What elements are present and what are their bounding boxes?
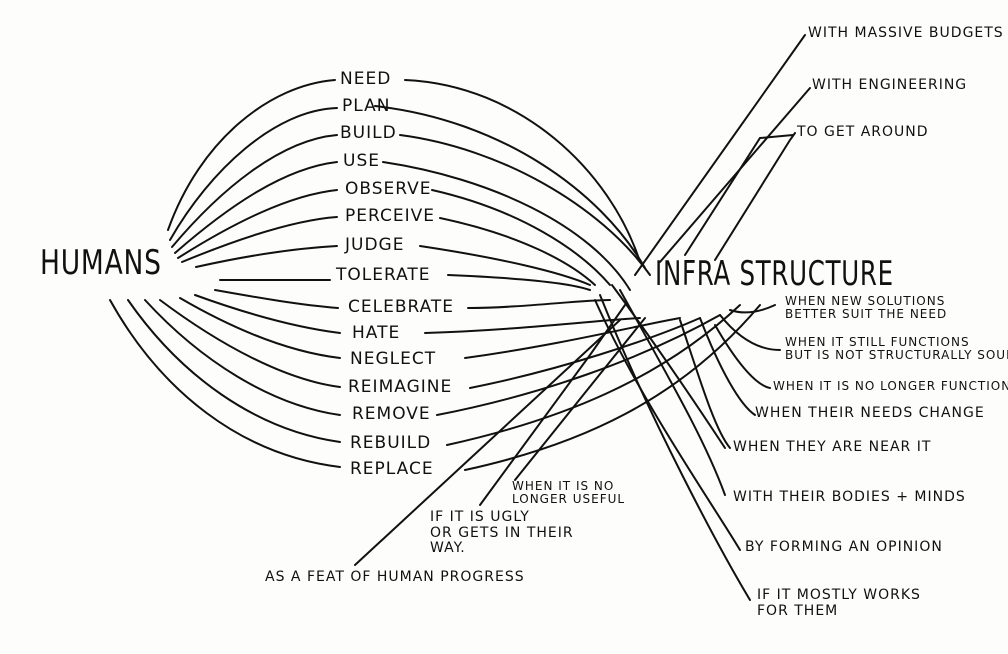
connector-note-near-it (679, 319, 731, 449)
verb-use: USE (343, 151, 380, 171)
connector-humans-celebrate (214, 289, 339, 309)
connector-plan-right (374, 105, 646, 269)
note-bodies-minds: WITH THEIR BODIES + MINDS (733, 489, 966, 505)
connector-build-right (399, 134, 651, 276)
connector-humans-reimagine (159, 299, 341, 388)
connector-humans-perceive (181, 216, 338, 263)
connector-center-form-opinion (594, 299, 741, 551)
verb-rebuild: REBUILD (350, 433, 432, 453)
verb-replace: REPLACE (350, 459, 434, 479)
connector-humans-replace (109, 299, 341, 468)
connector-humans-rebuild (127, 299, 341, 443)
infrastructure-title: INFRA STRUCTURE (655, 254, 894, 294)
note-feat-progress: AS A FEAT OF HUMAN PROGRESS (265, 569, 525, 585)
connector-neglect-right (464, 317, 681, 359)
connector-need-right (404, 79, 641, 263)
connector-center-bodies (619, 289, 726, 496)
connector-engineering (659, 87, 811, 263)
connector-humans-neglect (179, 297, 341, 359)
note-no-longer-useful: WHEN IT IS NO LONGER USEFUL (512, 479, 626, 507)
connector-celebrate-right (467, 299, 611, 309)
verb-celebrate: CELEBRATE (348, 297, 455, 317)
note-ugly: IF IT IS UGLY OR GETS IN THEIR WAY. (430, 509, 574, 557)
connector-tolerate-right (447, 274, 591, 291)
connector-reimagine-right (469, 317, 701, 389)
note-near-it: WHEN THEY ARE NEAR IT (733, 439, 932, 455)
note-mostly-works: IF IT MOSTLY WORKS FOR THEM (757, 587, 921, 619)
verb-plan: PLAN (342, 96, 391, 116)
connector-humans-hate (194, 294, 341, 334)
note-new-solutions: WHEN NEW SOLUTIONS BETTER SUIT THE NEED (785, 294, 948, 322)
connector-note-needs-change (699, 317, 756, 416)
connector-humans-observe (177, 189, 338, 259)
verb-observe: OBSERVE (345, 179, 432, 199)
connector-humans-plan (169, 107, 338, 241)
note-massive-budgets: WITH MASSIVE BUDGETS (808, 25, 1004, 41)
connector-use-right (382, 161, 631, 291)
connector-feat-progress (354, 319, 621, 566)
verb-perceive: PERCEIVE (345, 206, 435, 226)
connector-replace-right (464, 304, 761, 471)
note-forming-opinion: BY FORMING AN OPINION (745, 539, 943, 555)
connector-hate-right (424, 317, 641, 334)
connector-no-longer-useful (514, 317, 646, 481)
verb-build: BUILD (340, 123, 397, 143)
verb-hate: HATE (352, 323, 401, 343)
verb-need: NEED (340, 69, 392, 89)
verb-reimagine: REIMAGINE (348, 377, 453, 397)
connector-note-new-solutions (729, 304, 776, 314)
connector-observe-right (431, 189, 611, 286)
connector-massive-budgets (634, 34, 806, 276)
humans-title: HUMANS (40, 243, 162, 283)
note-get-around: TO GET AROUND (797, 124, 929, 140)
connector-center-mostly-works (599, 294, 751, 601)
connector-ugly (479, 304, 626, 506)
connector-note-no-longer-functional (714, 324, 771, 389)
note-still-functions: WHEN IT STILL FUNCTIONS BUT IS NOT STRUC… (785, 336, 1008, 363)
note-engineering: WITH ENGINEERING (812, 77, 968, 93)
connector-remove-right (436, 314, 721, 416)
verb-tolerate: TOLERATE (336, 265, 431, 285)
connector-humans-remove (144, 299, 341, 416)
connector-get-around-2 (684, 134, 794, 256)
connector-note-still-functions (719, 314, 781, 351)
verb-remove: REMOVE (352, 404, 431, 424)
verb-judge: JUDGE (345, 235, 405, 255)
note-no-longer-functional: WHEN IT IS NO LONGER FUNCTIONAL (773, 380, 1008, 393)
connector-judge-right (419, 245, 591, 286)
verb-neglect: NEGLECT (350, 349, 437, 369)
connector-perceive-right (439, 217, 596, 286)
connector-rebuild-right (446, 304, 741, 446)
connector-humans-need (167, 79, 336, 231)
connector-humans-use (174, 161, 338, 254)
connector-humans-judge (195, 245, 338, 268)
note-needs-change: WHEN THEIR NEEDS CHANGE (755, 405, 985, 421)
connector-humans-build (171, 134, 338, 248)
